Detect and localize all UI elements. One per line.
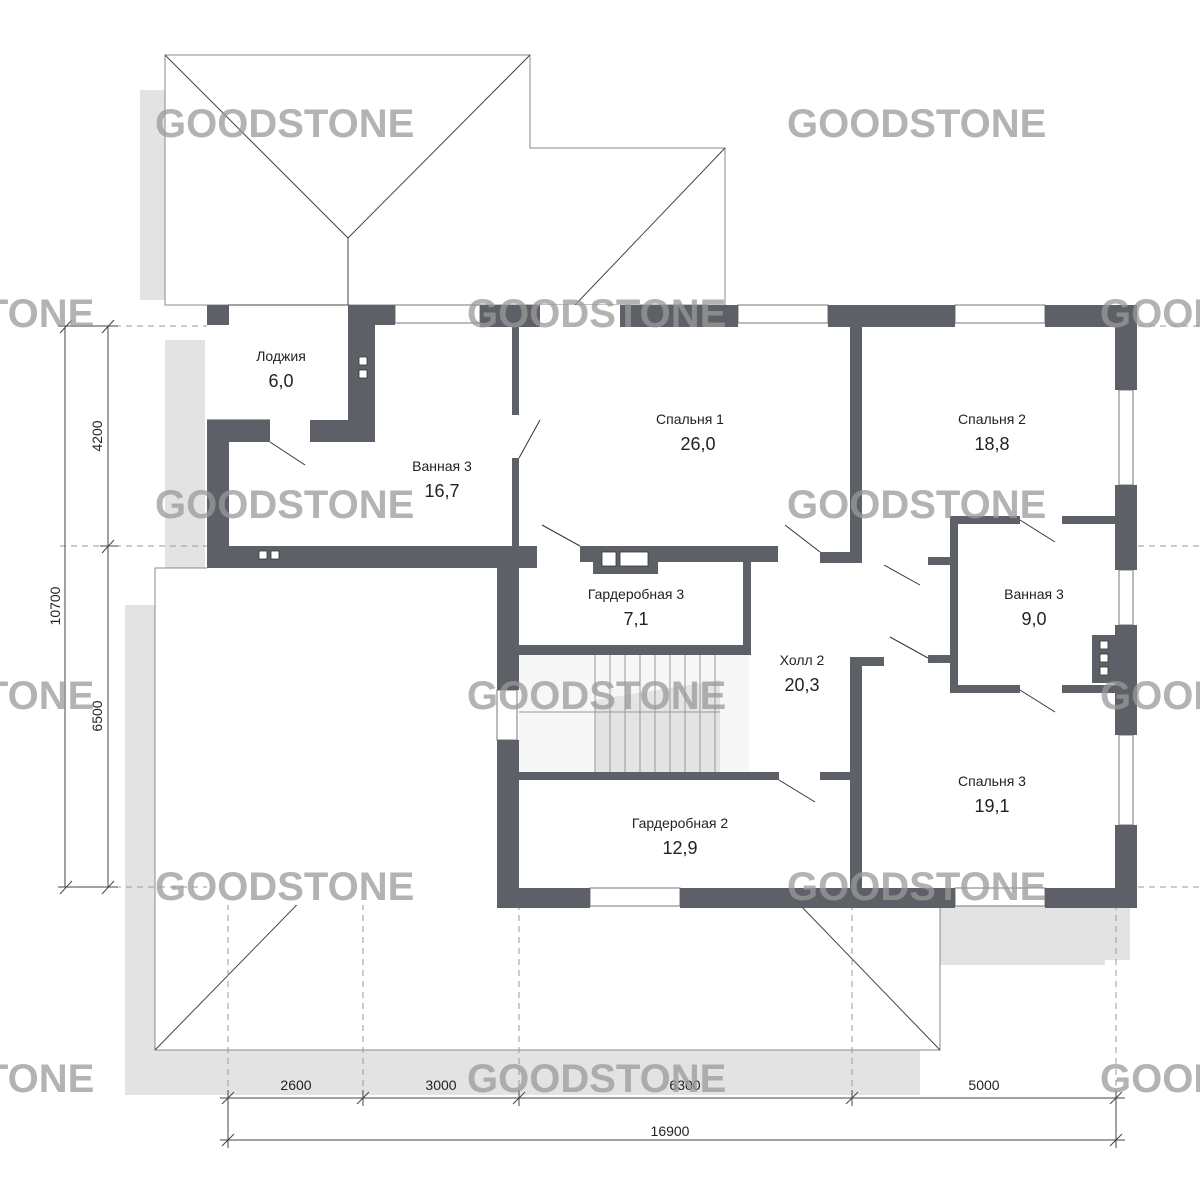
watermark: GOODSTONE (467, 292, 726, 336)
room-name-bedroom-2: Спальня 2 (958, 411, 1026, 427)
room-name-bedroom-3: Спальня 3 (958, 773, 1026, 789)
room-area-bedroom-2: 18,8 (974, 434, 1009, 454)
room-name-bathroom-a: Ванная 3 (412, 458, 472, 474)
staircase (519, 655, 749, 772)
room-area-bedroom-1: 26,0 (680, 434, 715, 454)
watermark: GOODSTONE (0, 292, 94, 336)
dimension-lines (58, 319, 1125, 1148)
watermark: GOODSTONE (155, 865, 414, 909)
dim-bottom-seg-4: 5000 (968, 1077, 999, 1093)
watermark: GOODSTONE (0, 674, 94, 718)
watermark: GOODSTONE (787, 483, 1046, 527)
room-area-bathroom-a: 16,7 (424, 481, 459, 501)
door-swings (269, 419, 1056, 803)
room-area-wardrobe-2: 12,9 (662, 838, 697, 858)
watermark: GOODSTONE (155, 102, 414, 146)
dim-left-top: 4200 (89, 420, 105, 451)
room-name-loggia: Лоджия (256, 348, 306, 364)
watermark: GOODSTONE (1100, 1057, 1200, 1101)
watermarks: GOODSTONE GOODSTONE GOODSTONE GOODSTONE … (0, 102, 1200, 1101)
watermark: GOODSTONE (155, 483, 414, 527)
watermark: GOODSTONE (1100, 674, 1200, 718)
watermark: GOODSTONE (467, 674, 726, 718)
room-name-wardrobe-3: Гардеробная 3 (588, 586, 685, 602)
walls (207, 305, 1137, 908)
room-name-hall-2: Холл 2 (780, 652, 825, 668)
dim-bottom-seg-1: 2600 (280, 1077, 311, 1093)
room-area-hall-2: 20,3 (784, 675, 819, 695)
watermark: GOODSTONE (787, 102, 1046, 146)
room-area-loggia: 6,0 (268, 371, 293, 391)
dim-bottom-seg-2: 3000 (425, 1077, 456, 1093)
room-name-bathroom-b: Ванная 3 (1004, 586, 1064, 602)
dim-left-bottom: 6500 (89, 700, 105, 731)
room-area-bathroom-b: 9,0 (1021, 609, 1046, 629)
roof-upper (164, 54, 726, 306)
watermark: GOODSTONE (467, 1057, 726, 1101)
vent-details (258, 356, 1109, 676)
watermark: GOODSTONE (787, 865, 1046, 909)
dimension-labels: 10700 4200 6500 2600 3000 6300 5000 1690… (47, 420, 1000, 1139)
room-name-bedroom-1: Спальня 1 (656, 411, 724, 427)
room-area-bedroom-3: 19,1 (974, 796, 1009, 816)
watermark: GOODSTONE (0, 1057, 94, 1101)
dim-bottom-total: 16900 (651, 1123, 690, 1139)
watermark: GOODSTONE (1100, 292, 1200, 336)
room-name-wardrobe-2: Гардеробная 2 (632, 815, 729, 831)
dim-left-total: 10700 (47, 586, 63, 625)
room-labels: Лоджия 6,0 Ванная 3 16,7 Спальня 1 26,0 … (256, 348, 1064, 858)
dim-bottom-seg-3: 6300 (669, 1077, 700, 1093)
room-area-wardrobe-3: 7,1 (623, 609, 648, 629)
